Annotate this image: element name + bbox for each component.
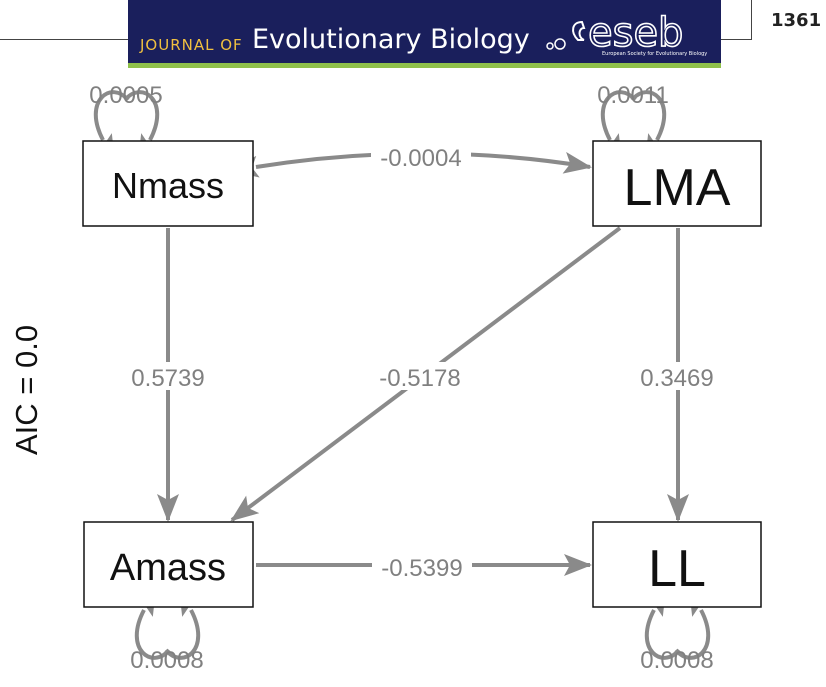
edge-label-bg <box>633 362 723 390</box>
node-label-nmass: Nmass <box>112 165 224 206</box>
journal-title: Evolutionary Biology <box>252 24 530 55</box>
node-nmass: Nmass <box>82 140 254 227</box>
journal-prefix: JOURNAL OF <box>140 36 243 54</box>
variance-label-amass: 0.0008 <box>130 647 203 674</box>
variance-label-ll: 0.0008 <box>640 647 713 674</box>
eseb-logo-text: eseb <box>588 10 683 56</box>
header-rule-vertical <box>751 0 752 40</box>
variance-label-nmass: 0.0005 <box>89 82 162 109</box>
edge-label-lma-amass: -0.5178 <box>379 365 460 392</box>
node-amass: Amass <box>83 521 254 608</box>
journal-banner: JOURNAL OF Evolutionary Biology eseb Eur… <box>128 0 721 68</box>
page-number: 1361 <box>771 10 822 31</box>
variance-loop-amass <box>133 586 202 660</box>
edge-label-amass-ll: -0.5399 <box>381 555 462 582</box>
node-label-lma: LMA <box>624 159 731 217</box>
edge-label-nmass-amass: 0.5739 <box>131 365 204 392</box>
node-label-ll: LL <box>648 540 706 598</box>
variance-loop-lma <box>599 90 668 164</box>
edge-label-bg <box>372 552 472 580</box>
header-rule-left <box>0 39 128 40</box>
node-ll: LL <box>592 521 762 608</box>
edge-label-nmass-lma: -0.0004 <box>380 145 461 172</box>
eseb-society-name: European Society for Evolutionary Biolog… <box>602 51 707 57</box>
edge-label-bg <box>370 362 470 390</box>
node-lma: LMA <box>592 140 762 227</box>
edge-label-bg <box>371 143 471 171</box>
banner-stripe <box>128 63 721 68</box>
edge-label-lma-ll: 0.3469 <box>640 365 713 392</box>
variance-loop-ll <box>643 586 712 660</box>
variance-loop-nmass <box>92 90 161 164</box>
node-label-amass: Amass <box>110 547 226 589</box>
eseb-logo: eseb European Society for Evolutionary B… <box>546 9 707 57</box>
header-rule-right <box>721 39 751 40</box>
edge-label-bg <box>124 362 214 390</box>
variance-label-lma: 0.0011 <box>597 82 669 109</box>
